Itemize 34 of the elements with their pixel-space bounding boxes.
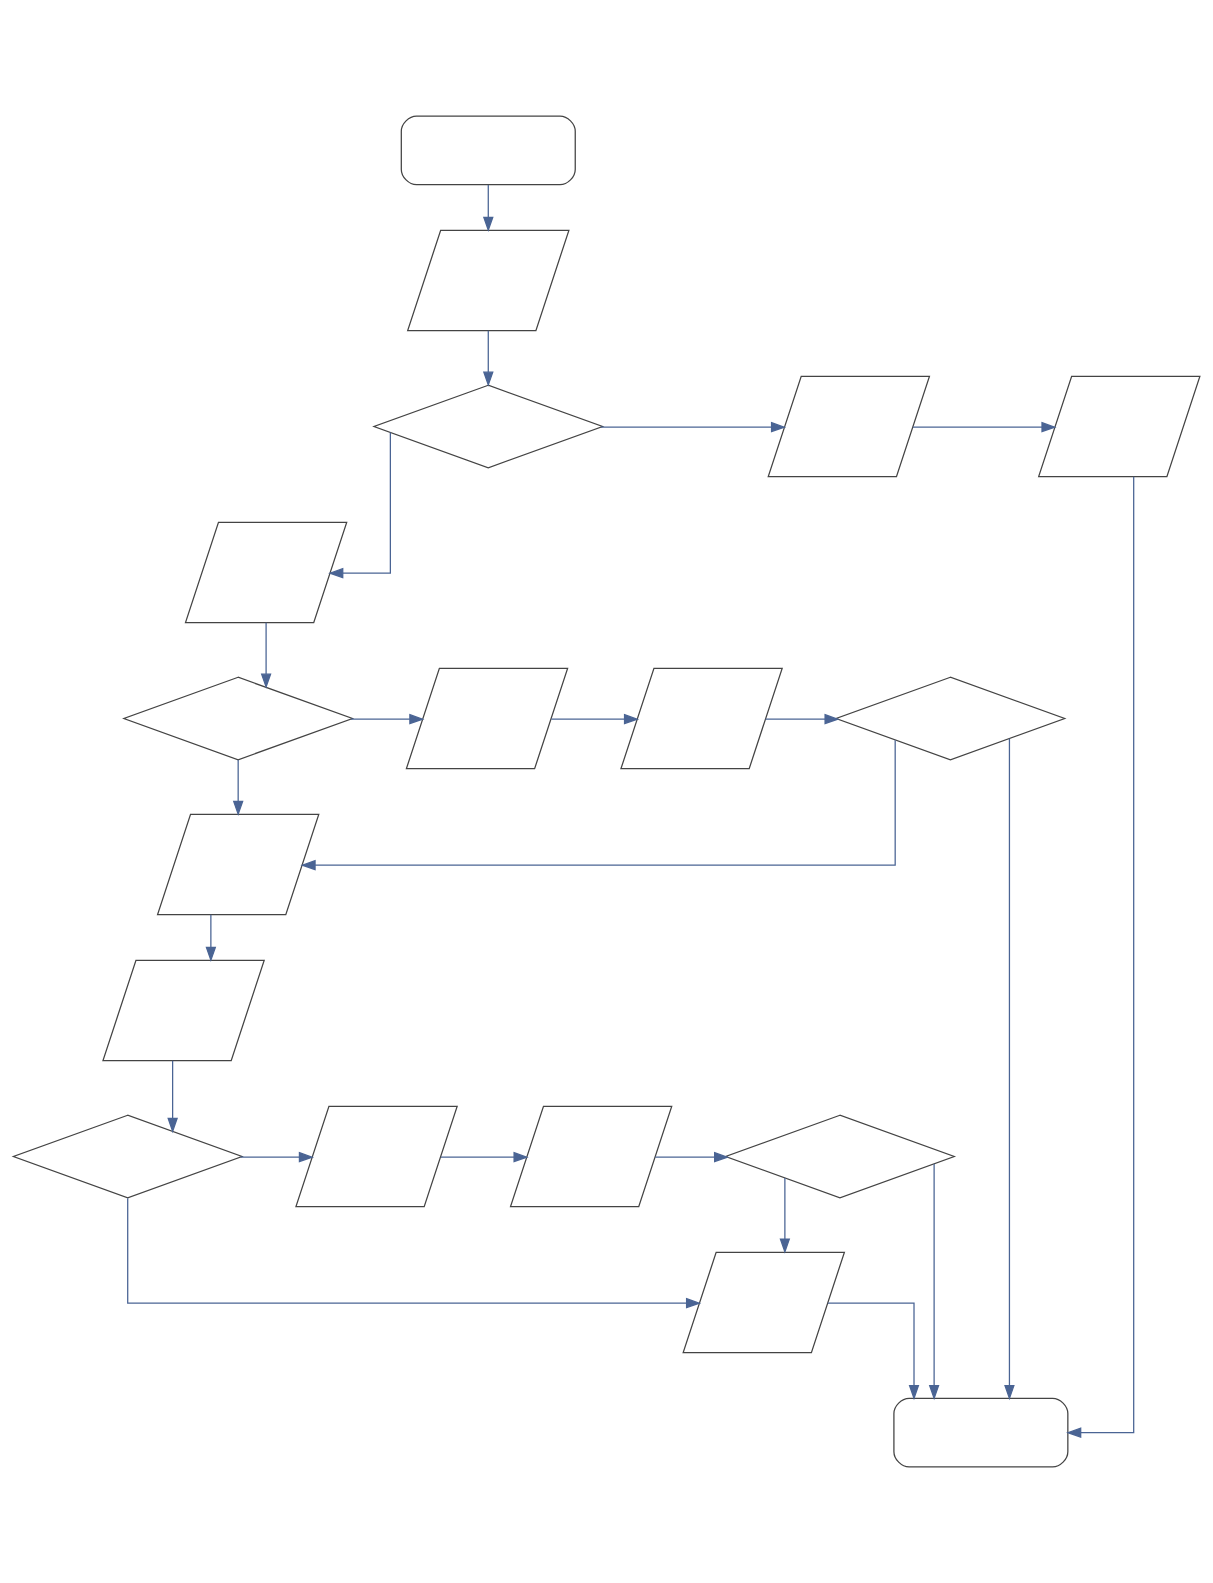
arrow	[827, 1302, 920, 1401]
arrow	[765, 713, 840, 725]
node-parallelogram	[405, 667, 569, 770]
arrow	[300, 739, 896, 871]
arrow	[779, 1177, 791, 1254]
arrow	[912, 421, 1057, 433]
arrow	[232, 759, 244, 817]
node-parallelogram	[406, 229, 570, 332]
node-diamond	[122, 676, 355, 761]
arrow	[260, 622, 272, 689]
arrow	[440, 1151, 529, 1163]
node-diamond	[834, 676, 1067, 761]
arrow	[654, 1151, 730, 1163]
node-parallelogram	[509, 1105, 673, 1208]
arrow	[350, 713, 425, 725]
arrow	[928, 1163, 940, 1401]
arrow	[205, 914, 217, 963]
arrow	[127, 1197, 702, 1309]
arrow	[328, 431, 391, 579]
arrow	[1066, 476, 1135, 1438]
arrow	[482, 184, 494, 233]
node-parallelogram	[1037, 375, 1201, 478]
arrow	[550, 713, 640, 725]
node-parallelogram	[156, 813, 320, 916]
arrow	[482, 330, 494, 387]
arrow	[1004, 738, 1015, 1401]
node-parallelogram	[184, 521, 348, 624]
arrow	[167, 1060, 178, 1134]
arrow	[239, 1151, 315, 1163]
node-diamond	[372, 384, 605, 469]
node-terminal	[400, 115, 576, 186]
arrow	[600, 421, 787, 433]
node-parallelogram	[102, 959, 266, 1062]
node-terminal	[893, 1397, 1069, 1468]
